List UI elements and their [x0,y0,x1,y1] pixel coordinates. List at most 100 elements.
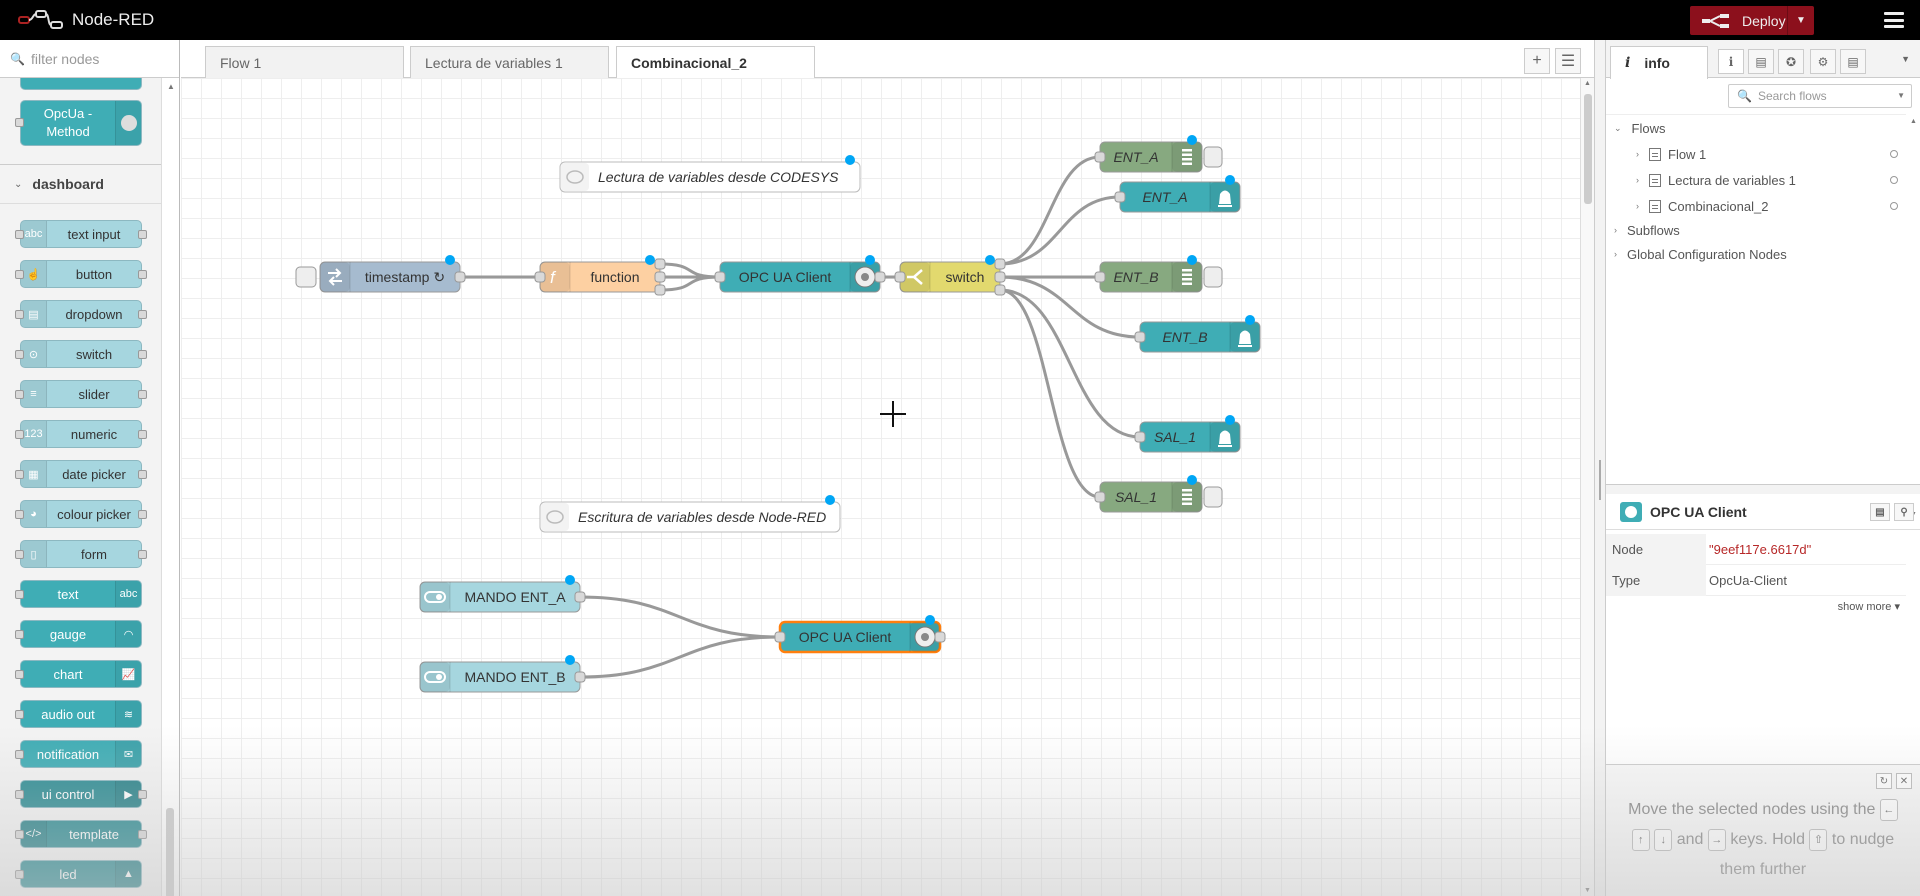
flow-node-opc1[interactable]: OPC UA Client [714,255,886,293]
output-port[interactable] [654,284,666,296]
output-port[interactable] [574,671,586,683]
output-port[interactable] [138,310,147,319]
output-port[interactable] [574,591,586,603]
output-port[interactable] [654,271,666,283]
debug-toggle-button[interactable] [1203,146,1223,168]
close-icon[interactable]: ✕ [1896,773,1912,789]
palette-node-colour-picker[interactable]: ◕colour picker [15,500,147,528]
input-port[interactable] [1094,151,1106,163]
comment-node[interactable]: Lectura de variables desde CODESYS [559,155,861,193]
input-port[interactable] [1134,431,1146,443]
palette-filter-input[interactable]: 🔍 filter nodes [0,40,179,78]
input-port[interactable] [714,271,726,283]
output-port[interactable] [138,470,147,479]
output-port[interactable] [874,271,886,283]
wire[interactable] [999,288,1101,499]
deploy-menu-caret-icon[interactable]: ▼ [1796,15,1806,26]
tree-flow-item[interactable]: ›Lectura de variables 1 [1606,169,1906,191]
flow-node-sal1[interactable]: SAL_1 [1134,415,1241,453]
input-port[interactable] [15,830,24,839]
debug-bug-icon[interactable]: ✪ [1778,49,1804,74]
canvas-scroll-thumb[interactable] [1584,94,1592,204]
flow-node-enta1[interactable]: ENT_A [1094,135,1223,173]
deploy-main[interactable]: Deploy [1690,6,1788,35]
tree-flow-item[interactable]: ›Flow 1 [1606,143,1906,165]
input-port[interactable] [15,630,24,639]
output-port[interactable] [934,631,946,643]
palette-node-partial[interactable] [20,78,142,90]
chevron-down-icon[interactable]: ▼ [1897,91,1905,100]
tree-flows[interactable]: ⌄Flows [1606,117,1906,139]
palette-node-ui-control[interactable]: ui control▶ [15,780,147,808]
flow-node-entb2[interactable]: ENT_B [1134,315,1261,353]
output-port[interactable] [138,550,147,559]
flow-node-opc2[interactable]: OPC UA Client [774,615,946,654]
wire[interactable] [659,275,721,292]
output-port[interactable] [138,350,147,359]
input-port[interactable] [15,870,24,879]
wire[interactable] [999,195,1121,266]
flow-node-ma[interactable]: MANDO ENT_A [419,575,586,613]
palette-node-form[interactable]: ▯form [15,540,147,568]
flow-node-sal2[interactable]: SAL_1 [1094,475,1223,513]
output-port[interactable] [138,510,147,519]
output-port[interactable] [994,271,1006,283]
search-flows-input[interactable]: 🔍 Search flows ▼ [1728,84,1912,108]
input-port[interactable] [1114,191,1126,203]
palette-node-gauge[interactable]: gauge◠ [15,620,142,648]
input-port[interactable] [1094,271,1106,283]
output-port[interactable] [138,830,147,839]
palette-node-slider[interactable]: ≡slider [15,380,147,408]
input-port[interactable] [15,270,24,279]
show-more-link[interactable]: show more ▾ [1837,601,1900,613]
input-port[interactable] [15,510,24,519]
palette-node-chart[interactable]: chart📈 [15,660,142,688]
sidebar-menu-caret-icon[interactable]: ▼ [1901,54,1910,64]
output-port[interactable] [994,258,1006,270]
flow-svg[interactable]: Lectura de variables desde CODESYS Escrit… [181,78,1580,896]
wire[interactable] [999,155,1101,266]
comment-node[interactable]: Escritura de variables desde Node-RED [539,495,841,533]
help-book-icon[interactable]: ▤ [1870,503,1890,521]
debug-toggle-button[interactable] [1203,486,1223,508]
wire[interactable] [579,635,781,679]
scroll-up-icon[interactable]: ▲ [1584,80,1591,87]
info-tab-button[interactable]: i [1718,49,1744,74]
input-port[interactable] [15,390,24,399]
input-port[interactable] [15,790,24,799]
flow-node-entb1[interactable]: ENT_B [1094,255,1223,293]
palette-scrollbar[interactable]: ▲ [161,78,179,896]
output-port[interactable] [138,270,147,279]
palette-node-led[interactable]: led▲ [15,860,142,888]
input-port[interactable] [534,271,546,283]
input-port[interactable] [15,350,24,359]
tab-lectura-de-variables-1[interactable]: Lectura de variables 1 [410,46,609,78]
tab-combinacional-2[interactable]: Combinacional_2 [616,46,815,79]
sidebar-scrollbar[interactable]: ▲ ▼ [1908,118,1920,518]
sidebar-separator[interactable] [1606,484,1920,494]
input-port[interactable] [1134,331,1146,343]
output-port[interactable] [138,230,147,239]
tree-global-config[interactable]: ›Global Configuration Nodes [1606,243,1906,265]
wire[interactable] [579,595,781,639]
help-book-icon[interactable]: ▤ [1748,49,1774,74]
sidebar-resize-handle[interactable] [1594,40,1606,896]
input-port[interactable] [15,590,24,599]
flow-node-mb[interactable]: MANDO ENT_B [419,655,586,693]
context-database-icon[interactable]: ▤ [1840,49,1866,74]
output-port[interactable] [138,390,147,399]
tree-subflows[interactable]: ›Subflows [1606,219,1906,241]
scroll-up-icon[interactable]: ▲ [1910,118,1917,125]
input-port[interactable] [15,750,24,759]
tab-flow-1[interactable]: Flow 1 [205,46,404,78]
palette-node-date-picker[interactable]: ▦date picker [15,460,147,488]
input-port[interactable] [894,271,906,283]
input-port[interactable] [15,230,24,239]
inject-button[interactable] [295,266,317,288]
output-port[interactable] [994,284,1006,296]
palette-node-opcua-method[interactable]: OpcUa - Method [15,100,142,146]
